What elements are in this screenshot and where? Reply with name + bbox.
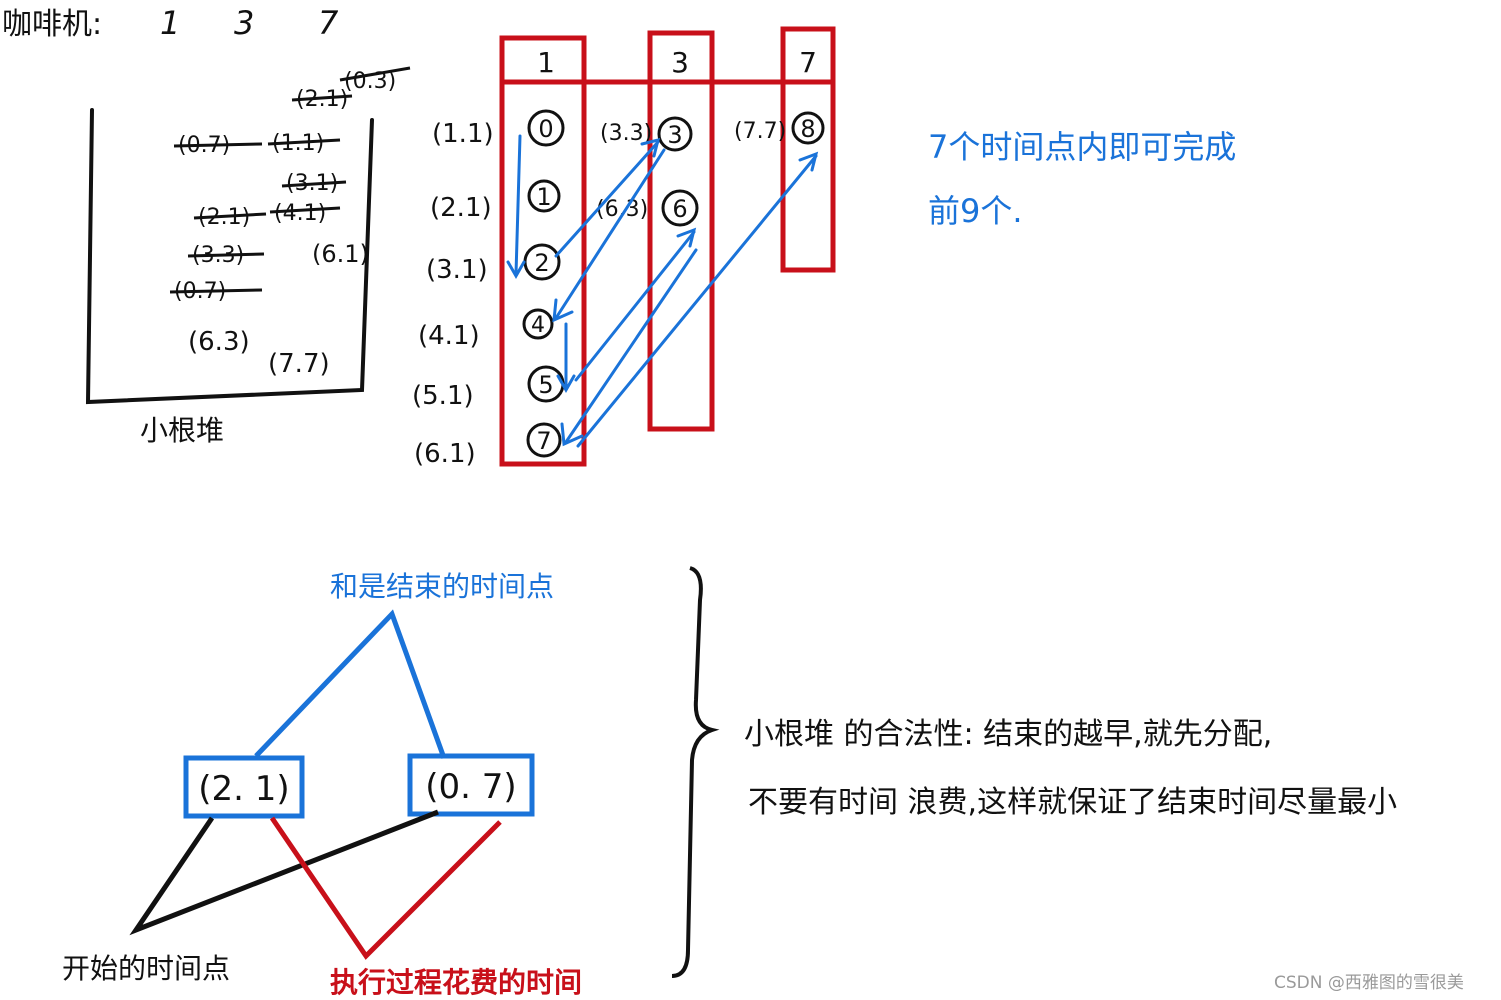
machine-7-cells: 8: [791, 111, 825, 145]
start-time-label: 开始的时间点: [62, 952, 230, 985]
gap-label: (7.7): [734, 119, 786, 144]
row-label: (6.1): [414, 439, 476, 469]
heap-struck-entries: (2.1) (0.3) (0.7) (1.1) (3.1) (2.1) (4.1…: [169, 66, 411, 304]
cell-number: 3: [667, 121, 682, 149]
arrow-line: [576, 154, 818, 448]
row-labels: (1.1) (2.1) (3.1) (4.1) (5.1) (6.1): [412, 119, 494, 469]
gap-label: (3.3): [600, 121, 652, 146]
right-node-box: [407, 753, 535, 817]
arrow-line: [514, 134, 522, 276]
arrow-line: [574, 230, 696, 382]
arrow-head-icon: [552, 298, 574, 323]
cell-circle: [791, 111, 825, 145]
cell-circle: [661, 189, 699, 227]
explanation: 小根堆 的合法性: 结束的越早,就先分配, 不要有时间 浪费,这样就保证了结束时…: [671, 566, 1397, 978]
heap-entry: (6.3): [188, 327, 250, 357]
machine-1-header: 1: [537, 46, 555, 79]
completion-note: 7个时间点内即可完成: [928, 128, 1236, 166]
tree-blue-edges: [254, 609, 447, 759]
heap-struck-entry: (4.1): [274, 201, 326, 226]
heap-entry: (7.7): [268, 349, 330, 379]
header-label: 咖啡机:: [2, 7, 102, 42]
arrow-line: [564, 248, 698, 444]
machine-7-header: 7: [799, 46, 817, 79]
left-node-box: [183, 755, 305, 819]
arrow-head-icon: [798, 151, 819, 172]
heap-box-outline: [85, 108, 374, 405]
arrow-head-icon: [506, 260, 526, 280]
cell-number: 6: [672, 195, 687, 223]
arrow-head-icon: [676, 227, 697, 248]
right-node-label: (0. 7): [425, 767, 516, 807]
machine-1-number: 1: [160, 4, 180, 42]
duration-label: 执行过程花费的时间: [330, 966, 582, 999]
cell-circle: [527, 109, 565, 147]
arrow-head-icon: [560, 422, 584, 447]
machine-3-column: [647, 30, 715, 432]
heap-container: 小根堆 (2.1) (0.3) (0.7) (1.1) (3.1) (2.1) …: [85, 66, 411, 447]
cell-number: 5: [538, 371, 553, 399]
explanation-line-2: 不要有时间 浪费,这样就保证了结束时间尽量最小: [748, 785, 1397, 820]
machine-timeline: 1 3 7 (1.1) (2.1) (3.1) (4.1) (5.1) (6.1…: [412, 26, 1236, 469]
arrow-head-icon: [640, 137, 661, 158]
arrow-line: [554, 148, 666, 320]
machine-3-cells: 3 6: [657, 116, 699, 227]
machine-1-column: [499, 35, 587, 467]
arrow-line: [554, 140, 660, 258]
heap-entry: (6.1): [312, 240, 369, 268]
row-label: (3.1): [426, 255, 488, 285]
machine-3-header: 3: [671, 46, 689, 79]
machine-3-number: 3: [234, 4, 254, 42]
cell-number: 4: [531, 313, 545, 338]
cell-number: 8: [800, 115, 815, 143]
row-label: (2.1): [430, 193, 492, 223]
tree-black-edges: [129, 809, 439, 936]
explanation-line-1: 小根堆 的合法性: 结束的越早,就先分配,: [744, 717, 1272, 752]
cell-number: 1: [536, 183, 551, 211]
completion-note-sub: 前9个.: [928, 192, 1023, 230]
order-arrows: [506, 134, 819, 448]
cell-circle: [526, 422, 562, 458]
heap-caption: 小根堆: [140, 414, 224, 447]
cell-circle: [657, 116, 693, 152]
left-node-label: (2. 1): [198, 769, 289, 809]
row-label: (1.1): [432, 119, 494, 149]
root-label: 和是结束的时间点: [330, 570, 554, 603]
header: 咖啡机: 1 3 7: [2, 4, 339, 42]
cell-number: 2: [534, 249, 549, 277]
cell-circle: [527, 179, 561, 213]
machine-7-column: [780, 26, 836, 273]
tree-red-edges: [269, 816, 502, 960]
cell-circle: [522, 308, 554, 340]
watermark: CSDN @西雅图的雪很美: [1274, 973, 1464, 993]
row-label: (4.1): [418, 321, 480, 351]
machine-1-cells: 0 1 2 4 5 7: [522, 109, 565, 458]
cell-number: 7: [536, 427, 551, 455]
row-label: (5.1): [412, 381, 474, 411]
node-tree-diagram: 和是结束的时间点 (2. 1) (0. 7) 开始的时间点 执行过程花费的时间: [62, 570, 582, 999]
cell-number: 0: [538, 115, 553, 143]
machine-7-number: 7: [318, 4, 339, 42]
arrow-head-icon: [556, 374, 576, 394]
brace-icon: [671, 566, 720, 978]
